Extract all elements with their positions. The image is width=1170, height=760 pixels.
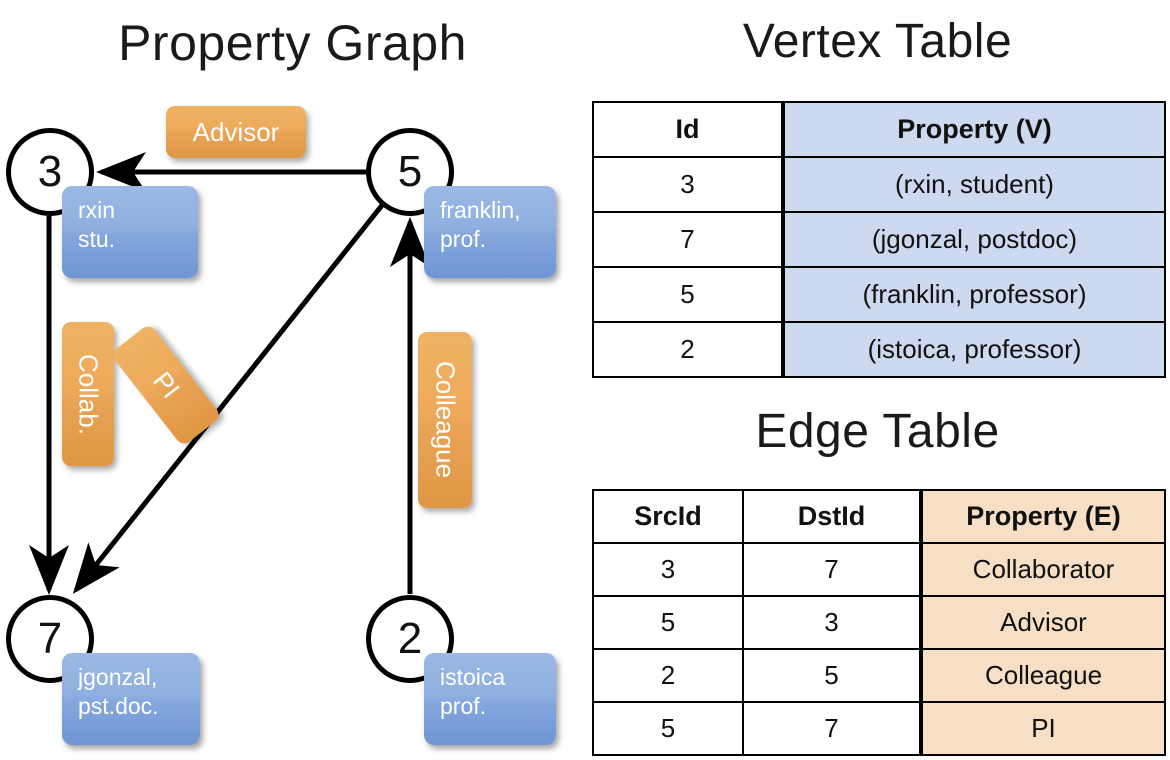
cell-property: (franklin, professor) [781,266,1166,323]
page-title-edge-table: Edge Table [755,405,1000,458]
callout-line-2: prof. [440,692,487,719]
cell-id: 2 [592,321,784,378]
table-row: 2 (istoica, professor) [592,321,1166,378]
cell-srcid: 2 [592,648,744,703]
cell-srcid: 3 [592,542,744,597]
callout-line-1: jgonzal, [78,664,158,690]
cell-dstid: 7 [742,701,922,756]
node-property-callout-3: rxin stu. [62,186,198,278]
graph-node-2[interactable]: 2 [366,595,454,683]
cell-dstid: 7 [742,542,922,597]
cell-dstid: 5 [742,648,922,703]
column-header-property-e: Property (E) [919,489,1166,544]
edge-table: SrcId DstId Property (E) 3 7 Collaborato… [592,489,1166,756]
cell-id: 5 [592,266,784,323]
callout-line-2: pst.doc. [78,692,159,719]
page-title-property-graph: Property Graph [118,15,467,71]
cell-property: Colleague [919,648,1166,703]
graph-node-5[interactable]: 5 [366,128,454,216]
edge-label-advisor: Advisor [166,106,306,158]
node-property-callout-7: jgonzal, pst.doc. [62,653,200,745]
table-row: 5 7 PI [592,701,1166,756]
edge-arrow-pi [72,202,385,594]
edge-label-colleague-text: Colleague [430,361,461,479]
table-row: 7 (jgonzal, postdoc) [592,211,1166,268]
cell-property: PI [919,701,1166,756]
edge-label-advisor-text: Advisor [192,116,280,147]
column-header-dstid: DstId [742,489,922,544]
callout-line-1: franklin, [440,197,521,223]
column-header-property-v: Property (V) [781,101,1166,158]
edge-label-collab: Collab. [62,322,114,466]
cell-srcid: 5 [592,701,744,756]
cell-id: 3 [592,156,784,213]
callout-line-2: stu. [78,225,116,252]
cell-property: Collaborator [919,542,1166,597]
property-graph-panel: 3 5 7 2 rxin stu. franklin, prof. jgonza… [6,106,556,745]
node-property-callout-5: franklin, prof. [424,186,556,278]
cell-property: (rxin, student) [781,156,1166,213]
table-row: 5 3 Advisor [592,595,1166,650]
table-row: 2 5 Colleague [592,648,1166,703]
graph-edge-arrows [29,152,430,595]
cell-property: Advisor [919,595,1166,650]
table-row: 5 (franklin, professor) [592,266,1166,323]
vertex-table: Id Property (V) 3 (rxin, student) 7 (jgo… [592,101,1166,378]
table-header-row: SrcId DstId Property (E) [592,489,1166,544]
column-header-srcid: SrcId [592,489,744,544]
edge-label-pi-text: PI [147,365,186,404]
callout-line-1: istoica [440,664,506,690]
cell-property: (jgonzal, postdoc) [781,211,1166,268]
table-row: 3 7 Collaborator [592,542,1166,597]
callout-line-1: rxin [78,197,116,223]
column-header-id: Id [592,101,784,158]
cell-id: 7 [592,211,784,268]
edge-label-collab-text: Collab. [73,353,104,435]
table-row: 3 (rxin, student) [592,156,1166,213]
cell-dstid: 3 [742,595,922,650]
page-title-vertex-table: Vertex Table [742,15,1013,68]
node-property-callout-2: istoica prof. [424,653,556,745]
edge-label-colleague: Colleague [418,332,472,508]
callout-line-2: prof. [440,225,487,252]
cell-property: (istoica, professor) [781,321,1166,378]
table-header-row: Id Property (V) [592,101,1166,158]
cell-srcid: 5 [592,595,744,650]
